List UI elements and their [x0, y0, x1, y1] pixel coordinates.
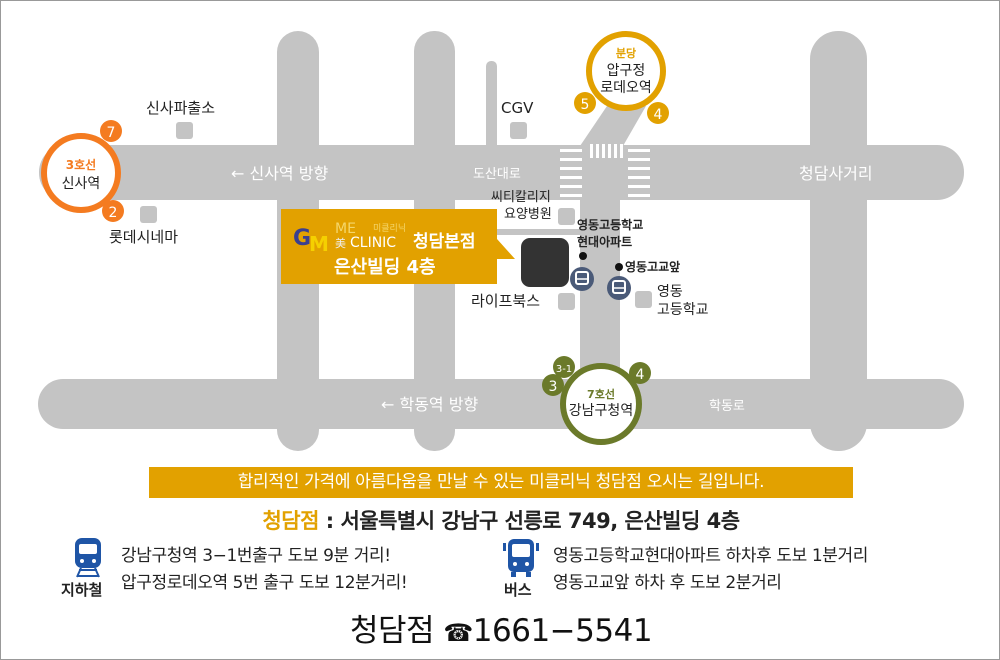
svg-text:압구정: 압구정	[607, 63, 646, 79]
station-apgujeong-rodeo: 5 4 분당 압구정 로데오역	[574, 31, 669, 124]
bus-icon	[570, 267, 594, 291]
svg-text:4: 4	[636, 367, 645, 383]
svg-text:4: 4	[654, 107, 663, 123]
label-lotte: 롯데시네마	[109, 228, 178, 246]
callout-building: 은산빌딩 4층	[334, 257, 436, 278]
label-lifebooks: 라이프북스	[471, 292, 540, 310]
svg-text:분당: 분당	[616, 46, 636, 60]
svg-text:로데오역: 로데오역	[600, 80, 652, 96]
svg-text:3호선: 3호선	[66, 157, 96, 172]
logo-g: G	[293, 226, 311, 251]
road-cgv	[486, 61, 497, 151]
station-gangnamgu-office: 3-1 3 4 7호선 강남구청역	[542, 356, 651, 445]
cgv-marker	[510, 122, 527, 139]
logo-mi: 美	[335, 237, 346, 250]
logo-m: M	[309, 232, 329, 256]
svg-text:7: 7	[107, 125, 116, 141]
clinic-building	[521, 238, 569, 287]
label-hospital-1: 씨티칼리지	[491, 190, 551, 205]
label-dosan: 도산대로	[473, 167, 521, 182]
label-school-2: 고등학교	[657, 302, 709, 318]
label-school-1: 영동	[657, 284, 683, 300]
svg-text:신사역: 신사역	[62, 176, 101, 192]
logo-me: ME	[335, 221, 356, 237]
label-hospital-2: 요양병원	[504, 207, 552, 222]
bus-icon	[607, 276, 631, 300]
label-cheongdam: 청담사거리	[799, 164, 873, 183]
svg-text:5: 5	[581, 97, 590, 113]
label-police: 신사파출소	[146, 99, 215, 117]
svg-text:3: 3	[549, 379, 558, 395]
clinic-callout: G M ME 미클리닉 美 CLINIC 청담본점 은산빌딩 4층	[281, 209, 515, 284]
label-cgv: CGV	[501, 99, 534, 117]
address-line: 청담점 : 서울특별시 강남구 선릉로 749, 은산빌딩 4층	[1, 505, 999, 535]
label-hakdong-ro: 학동로	[709, 399, 745, 414]
svg-text:2: 2	[109, 205, 118, 221]
subway-directions: 강남구청역 3−1번출구 도보 9분 거리! 압구정로데오역 5번 출구 도보 …	[121, 543, 408, 597]
subway-direction-1: 강남구청역 3−1번출구 도보 9분 거리!	[121, 546, 391, 566]
label-busstop-apt-2: 현대아파트	[577, 234, 632, 249]
bus-stop-dot	[579, 252, 587, 260]
label-hakdong-dir: ← 학동역 방향	[381, 395, 478, 414]
phone-icon: ☎	[443, 619, 473, 647]
svg-text:7호선: 7호선	[587, 387, 615, 401]
crosswalks	[560, 144, 650, 197]
road-hakdong	[38, 379, 964, 429]
roads	[38, 31, 964, 451]
logo-clinic: CLINIC	[350, 235, 396, 251]
subway-label: 지하철	[61, 581, 103, 599]
svg-text:3-1: 3-1	[556, 364, 572, 375]
svg-text:강남구청역: 강남구청역	[569, 403, 633, 419]
road-dosan	[39, 145, 964, 200]
label-sinsa-dir: ← 신사역 방향	[231, 164, 328, 183]
labels: ← 신사역 방향 도산대로 청담사거리 ← 학동역 방향 학동로 신사파출소 C…	[109, 99, 873, 414]
label-busstop-apt-1: 영동고등학교	[577, 217, 643, 232]
lifebooks-marker	[558, 293, 575, 310]
bus-direction-1: 영동고등학교현대아파트 하차후 도보 1분거리	[553, 546, 868, 566]
road-vertical-right	[810, 31, 867, 451]
hospital-marker	[558, 208, 575, 225]
directions-banner: 합리적인 가격에 아름다움을 만날 수 있는 미클리닉 청담점 오시는 길입니다…	[149, 467, 853, 498]
lotte-marker	[140, 206, 157, 223]
logo-kor: 미클리닉	[373, 223, 406, 234]
callout-branch: 청담본점	[413, 231, 476, 252]
police-marker	[176, 122, 193, 139]
school-marker	[635, 291, 652, 308]
phone-number[interactable]: 1661−5541	[472, 613, 653, 649]
landmark-markers	[140, 122, 652, 310]
bus-direction-2: 영동고교앞 하차 후 도보 2분거리	[553, 573, 782, 593]
subway-direction-2: 압구정로데오역 5번 출구 도보 12분거리!	[121, 573, 408, 593]
bus-directions: 영동고등학교현대아파트 하차후 도보 1분거리 영동고교앞 하차 후 도보 2분…	[553, 543, 868, 597]
label-busstop-school: 영동고교앞	[625, 259, 680, 274]
bus-stop-dot	[615, 263, 623, 271]
road-small	[497, 229, 581, 235]
branch-label: 청담점	[262, 509, 319, 533]
subway-icon	[75, 538, 101, 578]
bus-icon	[503, 539, 539, 577]
phone-line: 청담점 ☎1661−5541	[1, 605, 999, 650]
station-sinsa: 7 2 3호선 신사역	[41, 120, 124, 222]
bus-label: 버스	[504, 581, 532, 599]
road-diagonal	[580, 106, 646, 146]
address: : 서울특별시 강남구 선릉로 749, 은산빌딩 4층	[318, 509, 740, 533]
location-map: ← 신사역 방향 도산대로 청담사거리 ← 학동역 방향 학동로 신사파출소 C…	[38, 31, 964, 451]
phone-branch: 청담점	[349, 613, 435, 649]
